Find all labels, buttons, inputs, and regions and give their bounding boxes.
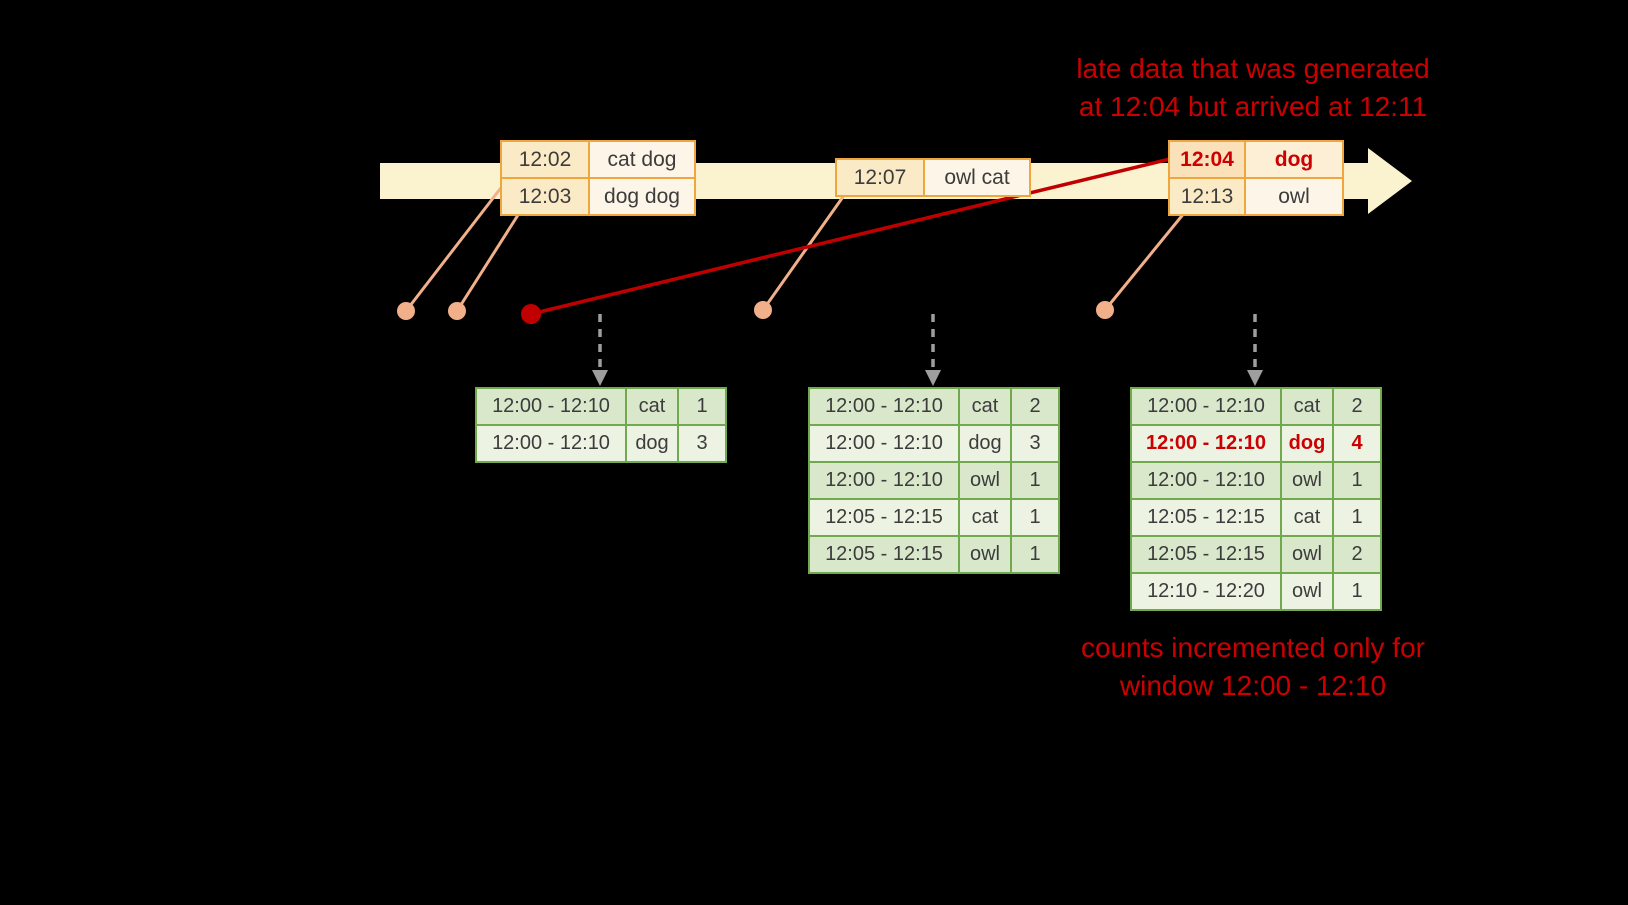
table-row: 12:05 - 12:15 cat 1 [1130, 498, 1382, 537]
count-cell: 1 [1010, 498, 1060, 537]
count-cell: 1 [1010, 535, 1060, 574]
table-row: 12:05 - 12:15 owl 2 [1130, 535, 1382, 574]
table-row: 12:05 - 12:15 cat 1 [808, 498, 1060, 537]
word-cell: dog [958, 424, 1012, 463]
count-cell: 2 [1332, 535, 1382, 574]
trigger-arrowhead-icon [1247, 370, 1263, 386]
word-cell: owl [1280, 535, 1334, 574]
window-cell: 12:05 - 12:15 [808, 498, 960, 537]
count-cell: 1 [1010, 461, 1060, 500]
result-table-3: 12:00 - 12:10 cat 2 12:00 - 12:10 dog 4 … [1130, 387, 1382, 611]
count-cell: 2 [1010, 387, 1060, 426]
word-cell: dog [625, 424, 679, 463]
window-cell: 12:00 - 12:10 [1130, 387, 1282, 426]
table-row: 12:00 - 12:10 cat 1 [475, 387, 727, 426]
table-row: 12:00 - 12:10 owl 1 [1130, 461, 1382, 500]
count-cell: 3 [1010, 424, 1060, 463]
event-line-3 [761, 193, 847, 311]
trigger-arrow-1 [592, 314, 608, 386]
table-row: 12:00 - 12:10 cat 2 [1130, 387, 1382, 426]
event-dot-1 [397, 302, 415, 320]
window-cell: 12:05 - 12:15 [808, 535, 960, 574]
count-cell: 2 [1332, 387, 1382, 426]
window-cell: 12:00 - 12:10 [1130, 424, 1282, 463]
trigger-arrow-3 [1247, 314, 1263, 386]
trigger-arrowhead-icon [925, 370, 941, 386]
result-table-1: 12:00 - 12:10 cat 1 12:00 - 12:10 dog 3 [475, 387, 727, 463]
late-data-line [530, 156, 1175, 316]
count-cell: 1 [1332, 461, 1382, 500]
count-cell: 3 [677, 424, 727, 463]
word-cell: owl [958, 461, 1012, 500]
event-words-cell: owl cat [923, 158, 1031, 197]
table-row: 12:07 owl cat [835, 158, 1031, 197]
word-cell: owl [1280, 461, 1334, 500]
table-row: 12:05 - 12:15 owl 1 [808, 535, 1060, 574]
word-cell: owl [1280, 572, 1334, 611]
word-cell: cat [1280, 387, 1334, 426]
event-table-1: 12:02 cat dog 12:03 dog dog [500, 140, 696, 216]
table-row: 12:03 dog dog [500, 177, 696, 216]
event-time-cell: 12:13 [1168, 177, 1246, 216]
word-cell: cat [1280, 498, 1334, 537]
counts-incremented-annotation: counts incremented only for window 12:00… [1030, 629, 1476, 705]
table-row: 12:00 - 12:10 dog 3 [808, 424, 1060, 463]
count-cell: 4 [1332, 424, 1382, 463]
count-cell: 1 [1332, 572, 1382, 611]
window-cell: 12:00 - 12:10 [1130, 461, 1282, 500]
count-cell: 1 [677, 387, 727, 426]
event-time-cell: 12:02 [500, 140, 590, 179]
event-dot-2 [448, 302, 466, 320]
counts-annotation-line1: counts incremented only for [1081, 632, 1425, 663]
event-words-cell: cat dog [588, 140, 696, 179]
result-table-2: 12:00 - 12:10 cat 2 12:00 - 12:10 dog 3 … [808, 387, 1060, 574]
window-cell: 12:00 - 12:10 [475, 424, 627, 463]
table-row: 12:02 cat dog [500, 140, 696, 179]
table-row: 12:13 owl [1168, 177, 1344, 216]
event-words-cell: dog [1244, 140, 1344, 179]
late-data-annotation-line2: at 12:04 but arrived at 12:11 [1078, 91, 1428, 122]
trigger-arrowhead-icon [592, 370, 608, 386]
event-line-4 [1103, 211, 1187, 311]
window-cell: 12:05 - 12:15 [1130, 535, 1282, 574]
window-cell: 12:05 - 12:15 [1130, 498, 1282, 537]
word-cell: cat [958, 387, 1012, 426]
table-row: 12:00 - 12:10 dog 3 [475, 424, 727, 463]
table-row: 12:10 - 12:20 owl 1 [1130, 572, 1382, 611]
late-data-row: 12:04 dog [1168, 140, 1344, 179]
counts-annotation-line2: window 12:00 - 12:10 [1119, 670, 1387, 701]
event-table-3: 12:04 dog 12:13 owl [1168, 140, 1344, 216]
late-data-annotation-line1: late data that was generated [1076, 53, 1430, 84]
window-cell: 12:00 - 12:10 [808, 387, 960, 426]
event-table-2: 12:07 owl cat [835, 158, 1031, 197]
event-line-2 [455, 214, 520, 312]
event-time-cell: 12:07 [835, 158, 925, 197]
event-line-1 [404, 179, 509, 312]
window-cell: 12:00 - 12:10 [808, 424, 960, 463]
event-dot-4 [1096, 301, 1114, 319]
event-time-cell: 12:04 [1168, 140, 1246, 179]
word-cell: dog [1280, 424, 1334, 463]
updated-count-row: 12:00 - 12:10 dog 4 [1130, 424, 1382, 463]
event-time-cell: 12:03 [500, 177, 590, 216]
event-dot-3 [754, 301, 772, 319]
count-cell: 1 [1332, 498, 1382, 537]
word-cell: owl [958, 535, 1012, 574]
table-row: 12:00 - 12:10 cat 2 [808, 387, 1060, 426]
event-words-cell: dog dog [588, 177, 696, 216]
table-row: 12:00 - 12:10 owl 1 [808, 461, 1060, 500]
window-cell: 12:10 - 12:20 [1130, 572, 1282, 611]
event-words-cell: owl [1244, 177, 1344, 216]
word-cell: cat [625, 387, 679, 426]
window-cell: 12:00 - 12:10 [475, 387, 627, 426]
late-data-annotation: late data that was generated at 12:04 bu… [1030, 50, 1476, 126]
trigger-arrow-2 [925, 314, 941, 386]
word-cell: cat [958, 498, 1012, 537]
window-cell: 12:00 - 12:10 [808, 461, 960, 500]
late-data-dot [521, 304, 541, 324]
